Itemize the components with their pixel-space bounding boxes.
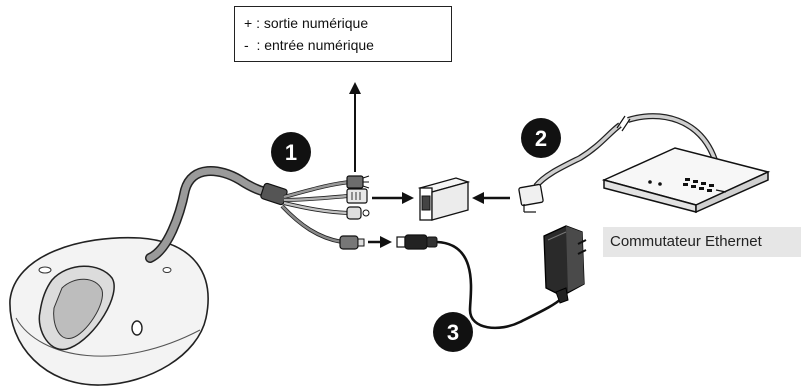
step-badge-2: 2 (521, 118, 561, 158)
camera-rj45-plug (346, 188, 368, 204)
plug-to-coupler-arrow (372, 192, 414, 204)
dc-jack (339, 235, 365, 250)
ethernet-switch (601, 147, 771, 214)
io-arrow-up (349, 82, 361, 172)
legend-digital-input: - : entrée numérique (244, 37, 374, 53)
camera-reset-hole (131, 320, 143, 336)
camera-base (9, 236, 209, 386)
switch-rj45-plug (518, 183, 544, 213)
io-legend-box: + : sortie numérique - : entrée numériqu… (234, 6, 452, 62)
power-arrow (368, 236, 392, 248)
dc-plug (396, 234, 438, 250)
audio-connector (346, 206, 370, 220)
power-cable (368, 225, 587, 330)
ethernet-cable (518, 113, 718, 213)
legend-digital-output: + : sortie numérique (244, 15, 369, 31)
power-adapter (543, 225, 587, 304)
step-badge-3: 3 (433, 312, 473, 352)
step-badge-1: 1 (271, 132, 311, 172)
step-number: 2 (535, 126, 547, 151)
switch-to-coupler-arrow (472, 192, 510, 204)
step-number: 1 (285, 140, 297, 165)
ethernet-switch-label: Commutateur Ethernet (603, 227, 801, 257)
camera-cable (145, 166, 370, 263)
step-number: 3 (447, 320, 459, 345)
io-connector (346, 175, 370, 189)
rj45-coupler (417, 177, 471, 221)
